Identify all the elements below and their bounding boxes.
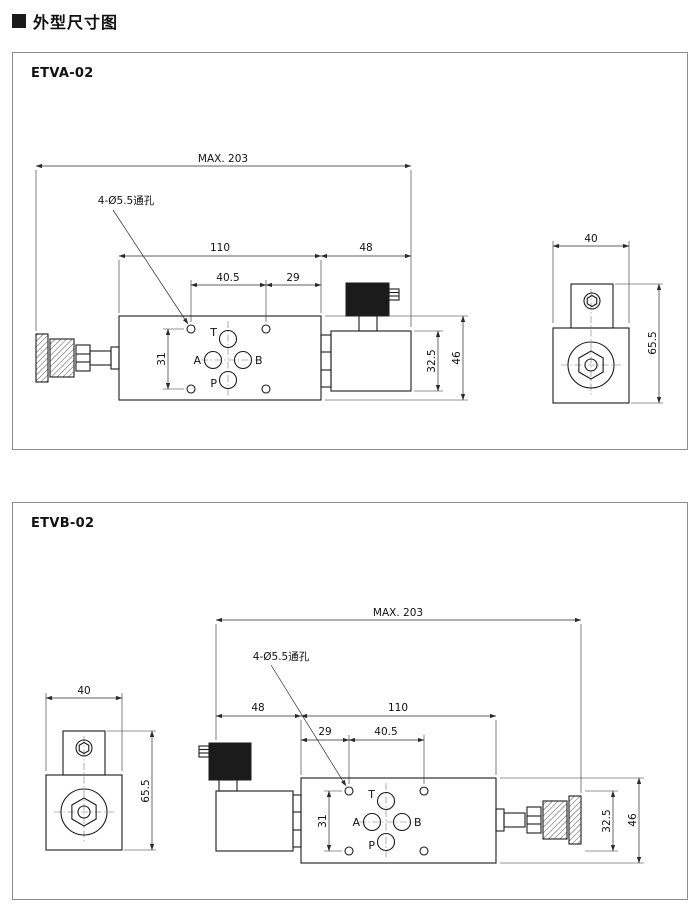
- etva-adjustment-screw: [35, 333, 120, 383]
- port-t-label: T: [367, 788, 375, 801]
- etvb-solenoid: [215, 790, 302, 852]
- dim-solenoid-length: 48: [251, 702, 264, 714]
- dim-max-length: MAX. 203: [198, 153, 248, 165]
- dim-max-length: MAX. 203: [373, 607, 423, 619]
- section-marker-icon: [12, 14, 26, 28]
- note-through-holes: 4-Ø5.5通孔: [253, 650, 310, 663]
- port-t-circle: [218, 329, 238, 349]
- etvb-centerlines: [359, 783, 414, 859]
- dim-end-width: 40: [584, 233, 597, 245]
- etvb-end-view: [45, 730, 123, 851]
- dim-edge-offset: 29: [286, 272, 299, 284]
- dim-body-height: 46: [451, 351, 463, 365]
- port-t-circle: [376, 791, 396, 811]
- etvb-mounting-holes: [344, 786, 429, 856]
- port-a-label: A: [352, 816, 360, 829]
- dim-end-width: 40: [77, 685, 90, 697]
- dim-body-height: 46: [627, 813, 639, 827]
- etvb-adjustment-screw: [495, 795, 582, 845]
- dim-body-length: 110: [210, 242, 230, 254]
- dim-overall-height: 65.5: [647, 331, 659, 354]
- model-label-etva: ETVA-02: [31, 66, 94, 81]
- etva-connector: [345, 282, 400, 317]
- note-through-holes: 4-Ø5.5通孔: [98, 194, 155, 207]
- dim-hole-pitch-h: 40.5: [374, 726, 397, 738]
- dim-hole-pitch-v: 31: [156, 352, 168, 365]
- etva-end-view: [552, 283, 630, 404]
- panel-etvb-02: ETVB-02: [12, 502, 688, 900]
- port-p-label: P: [368, 839, 375, 852]
- dim-body-length: 110: [388, 702, 408, 714]
- model-label-etvb: ETVB-02: [31, 516, 95, 531]
- dim-solenoid-length: 48: [359, 242, 372, 254]
- port-p-circle: [218, 370, 238, 390]
- port-b-circle: [392, 812, 412, 832]
- port-t-label: T: [209, 326, 217, 339]
- dim-solenoid-od: 32.5: [426, 349, 438, 372]
- dim-hole-pitch-h: 40.5: [216, 272, 239, 284]
- etvb-connector-pins: [198, 745, 210, 758]
- etvb-dimensions: MAX. 203 48 110 29 40.5 31 32.5: [45, 607, 644, 864]
- etvb-connector: [198, 742, 252, 792]
- port-a-circle: [203, 350, 223, 370]
- dim-solenoid-od: 32.5: [601, 809, 613, 832]
- dim-edge-offset: 29: [318, 726, 331, 738]
- page-title: 外型尺寸图: [33, 13, 119, 32]
- port-a-label: A: [193, 354, 201, 367]
- port-b-label: B: [414, 816, 422, 829]
- etva-connector-pins: [388, 288, 400, 301]
- panel-etva-02: ETVA-02: [12, 52, 688, 450]
- etva-ports: T A B P: [193, 326, 262, 390]
- section-header: 外型尺寸图: [0, 0, 700, 38]
- etvb-drawing: T A B P MAX. 203 48 110 29 40.5: [45, 607, 644, 864]
- etva-centerlines: [201, 321, 256, 397]
- port-b-circle: [233, 350, 253, 370]
- port-p-circle: [376, 832, 396, 852]
- port-b-label: B: [255, 354, 263, 367]
- etvb-ports: T A B P: [352, 788, 421, 852]
- etva-drawing: T A B P MAX. 203: [35, 153, 663, 404]
- etva-dimensions: MAX. 203 110 48 40.5 29 31 32.5: [35, 153, 663, 404]
- etva-solenoid: [320, 315, 412, 392]
- port-p-label: P: [210, 377, 217, 390]
- etva-mounting-holes: [186, 324, 271, 394]
- dim-overall-height: 65.5: [140, 779, 152, 802]
- dim-hole-pitch-v: 31: [317, 814, 329, 827]
- port-a-circle: [362, 812, 382, 832]
- etva-valve-body: [118, 315, 322, 401]
